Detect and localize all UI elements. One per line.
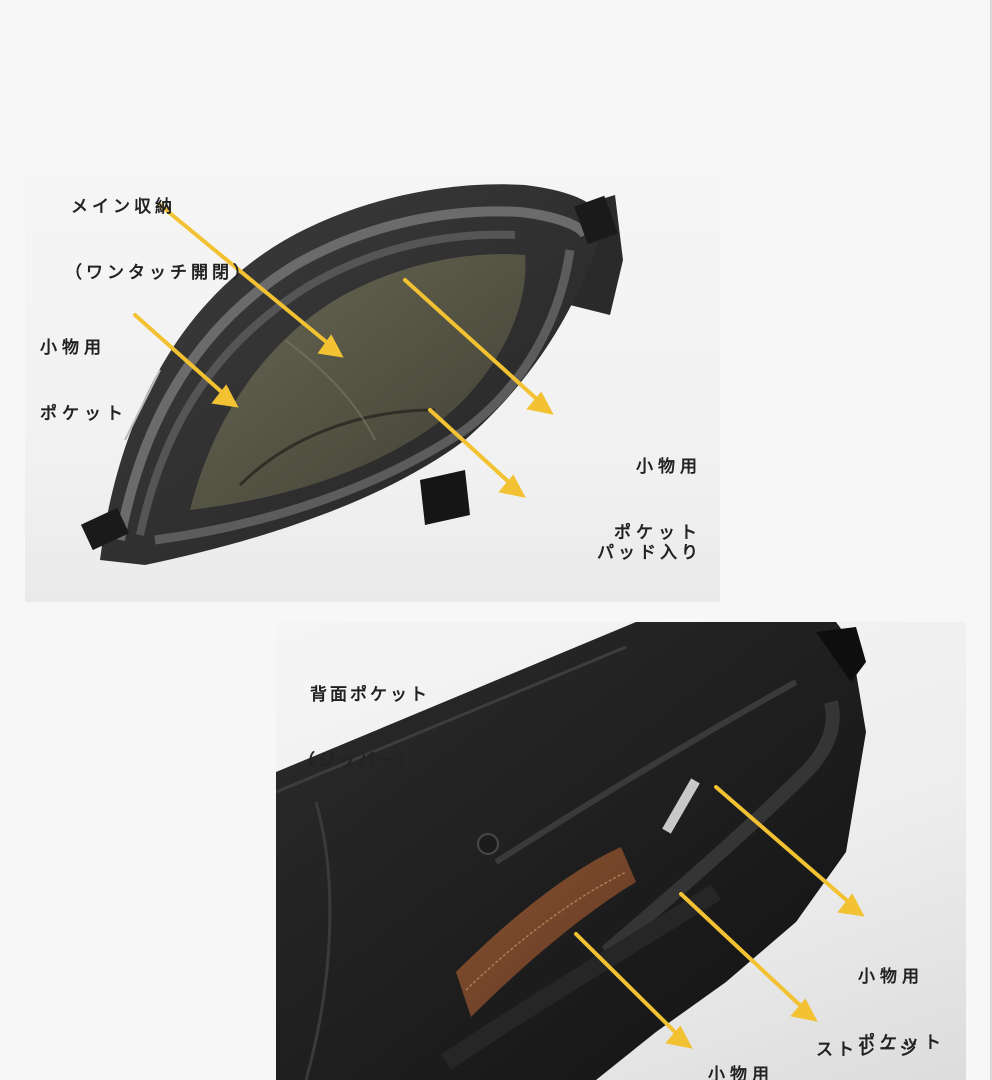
label-tablet-pocket: パッド入り タブレット用ポケット 傷を防ぐベルベット素材の裏地 — [597, 543, 702, 563]
label-main-storage: メイン収納 （ワンタッチ開閉） — [65, 197, 254, 283]
bag-front-illustration — [276, 622, 866, 1080]
label-right-small-pocket: 小物用 ポケット — [614, 457, 702, 543]
label-upper-right-small-pocket: 小物用 ポケット — [858, 967, 946, 1053]
bottom-bag-photo: 背面ポケット （ジッパー） 小物用 ポケット ストレージ ポケット （iPhon… — [276, 622, 966, 1080]
top-bag-photo: メイン収納 （ワンタッチ開閉） 小物用 ポケット 小物用 ポケット パッド入り … — [25, 140, 720, 602]
label-back-pocket: 背面ポケット （ジッパー） — [298, 685, 430, 771]
label-left-small-pocket: 小物用 ポケット — [40, 338, 128, 424]
label-lower-small-pocket: 小物用 ポケット — [708, 1065, 774, 1080]
open-bag-illustration — [80, 184, 623, 565]
label-storage-pocket: ストレージ ポケット （iPhoneなどに最適） — [816, 1040, 921, 1060]
